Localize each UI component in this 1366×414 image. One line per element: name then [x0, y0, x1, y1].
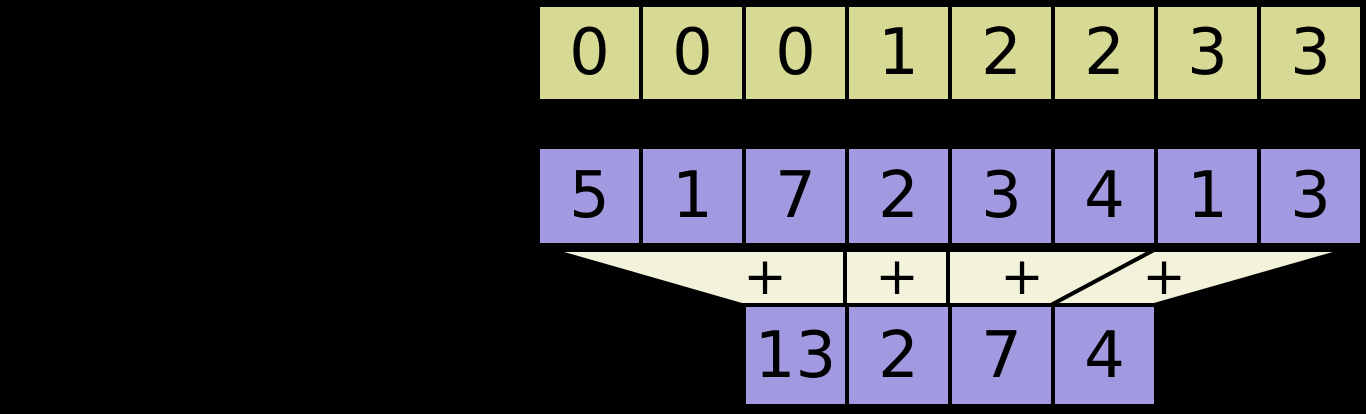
funnel-segment-1	[843, 248, 950, 307]
plus-operator: +	[743, 247, 787, 307]
flag-cell: 2	[948, 3, 1055, 103]
flag-cell: 2	[1051, 3, 1158, 103]
flag-cell: 3	[1154, 3, 1261, 103]
value-cell: 1	[639, 145, 746, 247]
result-cell: 13	[742, 303, 849, 408]
flag-cell: 0	[639, 3, 746, 103]
flag-cell: 1	[845, 3, 952, 103]
funnel-segment-2	[946, 248, 1155, 307]
plus-operator: +	[875, 247, 919, 307]
value-cell: 5	[536, 145, 643, 247]
funnel-segment-3	[1050, 248, 1348, 307]
result-cell: 4	[1051, 303, 1158, 408]
value-cell: 2	[845, 145, 952, 247]
value-cell: 1	[1154, 145, 1261, 247]
flag-cell: 0	[742, 3, 849, 103]
result-cell: 2	[845, 303, 952, 408]
flag-cell: 3	[1257, 3, 1364, 103]
funnel-segment-0	[549, 248, 847, 307]
value-cell: 3	[1257, 145, 1364, 247]
value-cell: 7	[742, 145, 849, 247]
plus-operator: +	[1000, 247, 1044, 307]
flag-cell: 0	[536, 3, 643, 103]
plus-operator: +	[1142, 247, 1186, 307]
value-cell: 4	[1051, 145, 1158, 247]
value-cell: 3	[948, 145, 1055, 247]
result-cell: 7	[948, 303, 1055, 408]
